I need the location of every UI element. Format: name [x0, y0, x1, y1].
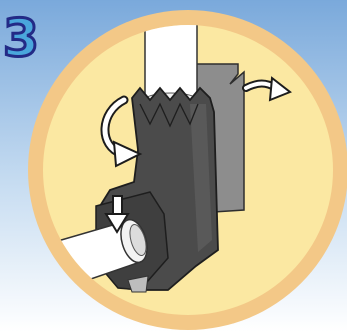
instruction-illustration: 3: [0, 0, 347, 332]
illustration-canvas: [0, 0, 347, 332]
